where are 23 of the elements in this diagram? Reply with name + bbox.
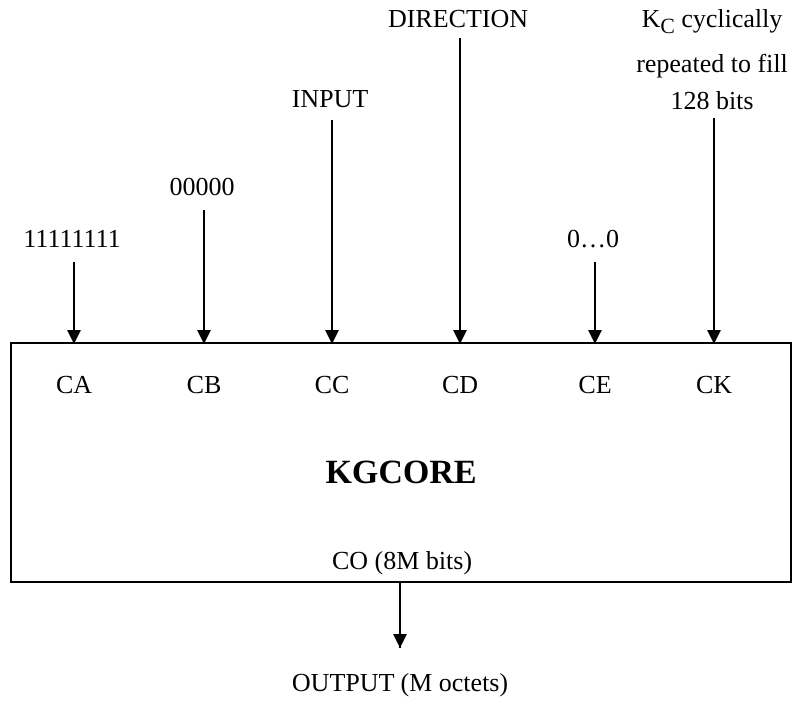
input-label: 11111111 bbox=[23, 223, 121, 255]
port-label: CC bbox=[314, 369, 350, 401]
block-box bbox=[10, 342, 792, 583]
input-label: K$_{C}$ cyclically repeated to fill 128 bits bbox=[635, 3, 789, 118]
arrow bbox=[453, 38, 467, 344]
arrow bbox=[393, 583, 407, 648]
arrow bbox=[67, 262, 81, 344]
block-title: KGCORE bbox=[325, 454, 477, 491]
arrow bbox=[325, 120, 339, 344]
port-label: CE bbox=[578, 369, 612, 401]
port-label: CK bbox=[696, 369, 732, 401]
arrow bbox=[707, 118, 721, 344]
port-label: CA bbox=[56, 369, 92, 401]
arrow bbox=[197, 210, 211, 344]
input-label: 0…0 bbox=[567, 223, 619, 255]
port-label: CO (8M bits) bbox=[332, 545, 472, 577]
arrow bbox=[588, 262, 602, 344]
output-label: OUTPUT (M octets) bbox=[292, 667, 508, 699]
input-label: 00000 bbox=[170, 171, 234, 203]
input-label: DIRECTION bbox=[388, 3, 528, 35]
input-label: INPUT bbox=[292, 83, 368, 115]
port-label: CB bbox=[186, 369, 222, 401]
port-label: CD bbox=[442, 369, 478, 401]
